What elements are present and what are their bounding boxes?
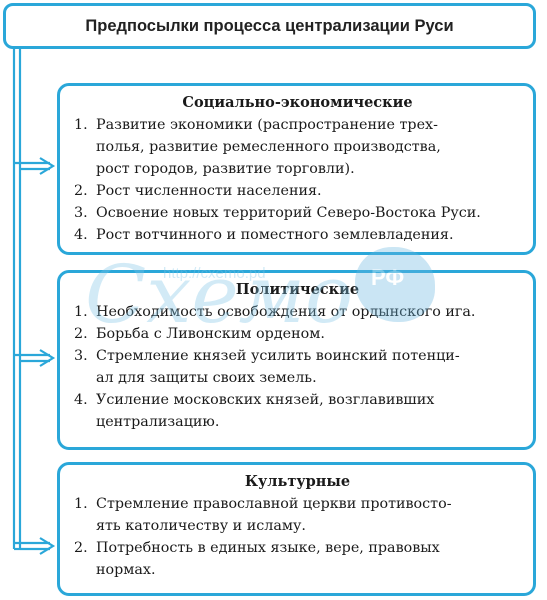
item-text: Необходимость освобождения от ордынского… xyxy=(96,301,521,323)
list-item: 3. Стремление князей усилить воинский пот… xyxy=(74,345,521,389)
list-item: 1. Необходимость освобождения от ордынско… xyxy=(74,301,521,323)
item-text: Освоение новых территорий Северо-Востока… xyxy=(96,202,521,224)
card-socioeconomic: Социально-экономические 1. Развитие эконо… xyxy=(57,83,536,255)
list-item: 1. Развитие экономики (распространение тр… xyxy=(74,114,521,180)
item-line: Стремление православной церкви противост… xyxy=(96,496,452,512)
item-number: 3. xyxy=(74,348,88,364)
diagram-title: Предпосылки процесса централизации Руси xyxy=(85,16,454,35)
item-line: нормах. xyxy=(96,562,156,578)
item-line: Развитие экономики (распространение трех… xyxy=(96,117,438,133)
list-item: 4. Усиление московских князей, возглавивш… xyxy=(74,389,521,433)
item-list: 1. Развитие экономики (распространение тр… xyxy=(74,114,521,246)
item-text: Стремление православной церкви противост… xyxy=(96,493,521,537)
item-number: 4. xyxy=(74,392,88,408)
item-line: ять католичеству и исламу. xyxy=(96,518,306,534)
card-cultural: Культурные 1. Стремление православной цер… xyxy=(57,462,536,596)
list-item: 1. Стремление православной церкви противо… xyxy=(74,493,521,537)
card-political: Политические 1. Необходимость освобождени… xyxy=(57,270,536,450)
title-box: Предпосылки процесса централизации Руси xyxy=(3,3,536,49)
section-heading: Культурные xyxy=(244,473,351,490)
item-line: Потребность в единых языке, вере, правов… xyxy=(96,540,440,556)
list-item: 2. Борьба с Ливонским орденом. xyxy=(74,323,521,345)
item-number: 1. xyxy=(74,304,88,320)
item-line: полья, развитие ремесленного производств… xyxy=(96,139,441,155)
item-number: 1. xyxy=(74,117,88,133)
item-text: Стремление князей усилить воинский потен… xyxy=(96,345,521,389)
item-text: Усиление московских князей, возглавивших… xyxy=(96,389,521,433)
arrow-to-socioeconomic xyxy=(14,157,56,175)
item-text: Потребность в единых языке, вере, правов… xyxy=(96,537,521,581)
section-heading: Политические xyxy=(235,281,360,298)
item-line: Стремление князей усилить воинский потен… xyxy=(96,348,460,364)
list-item: 3. Освоение новых территорий Северо-Восто… xyxy=(74,202,521,224)
item-number: 4. xyxy=(74,227,88,243)
item-line: Освоение новых территорий Северо-Востока… xyxy=(96,205,481,221)
item-number: 2. xyxy=(74,326,88,342)
section-heading: Социально-экономические xyxy=(182,94,413,111)
item-list: 1. Необходимость освобождения от ордынско… xyxy=(74,301,521,433)
item-text: Развитие экономики (распространение трех… xyxy=(96,114,521,180)
list-item: 2. Рост численности населения. xyxy=(74,180,521,202)
item-line: Борьба с Ливонским орденом. xyxy=(96,326,325,342)
item-line: ал для защиты своих земель. xyxy=(96,370,317,386)
item-text: Рост вотчинного и поместного землевладен… xyxy=(96,224,521,246)
item-list: 1. Стремление православной церкви противо… xyxy=(74,493,521,581)
item-text: Борьба с Ливонским орденом. xyxy=(96,323,521,345)
list-item: 2. Потребность в единых языке, вере, прав… xyxy=(74,537,521,581)
item-line: Рост численности населения. xyxy=(96,183,322,199)
item-number: 2. xyxy=(74,540,88,556)
arrow-to-cultural xyxy=(14,537,56,555)
item-line: рост городов, развитие торговли). xyxy=(96,161,355,177)
item-number: 1. xyxy=(74,496,88,512)
list-item: 4. Рост вотчинного и поместного землевлад… xyxy=(74,224,521,246)
item-line: Необходимость освобождения от ордынского… xyxy=(96,304,476,320)
item-text: Рост численности населения. xyxy=(96,180,521,202)
item-line: Усиление московских князей, возглавивших xyxy=(96,392,435,408)
item-line: Рост вотчинного и поместного землевладен… xyxy=(96,227,454,243)
arrow-to-political xyxy=(14,349,56,367)
item-number: 2. xyxy=(74,183,88,199)
item-line: централизацию. xyxy=(96,414,220,430)
item-number: 3. xyxy=(74,205,88,221)
